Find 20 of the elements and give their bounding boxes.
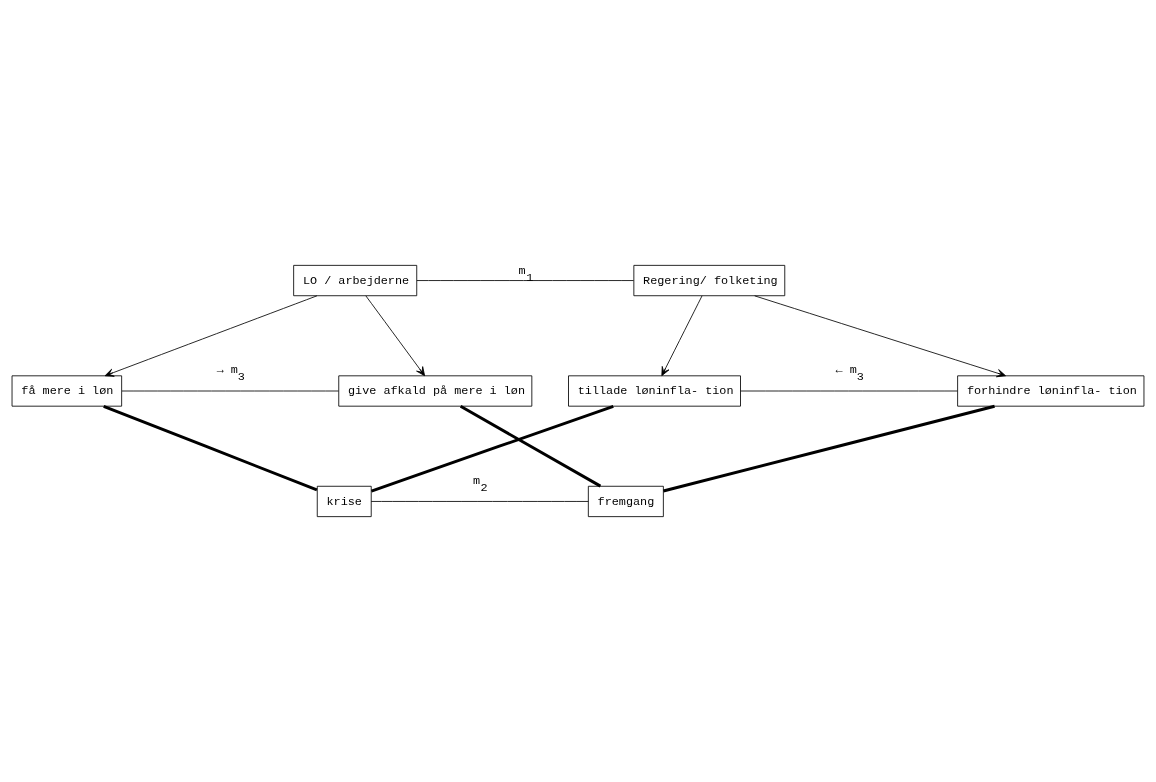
connector (663, 404, 995, 493)
node-box: fremgang (587, 485, 664, 518)
connector (370, 404, 614, 493)
node-box: Regering/ folketing (633, 264, 786, 297)
node-box: forhindre løninfla- tion (957, 375, 1145, 407)
connector (370, 501, 589, 502)
connector (103, 404, 318, 492)
arrow (661, 295, 703, 377)
node-box: krise (316, 485, 372, 518)
connector (121, 390, 339, 392)
connector (740, 390, 958, 392)
node-box: give afkald på mere i løn (338, 375, 533, 407)
node-box: tillade løninfla- tion (568, 375, 741, 407)
arrow (365, 295, 426, 377)
node-box: få mere i løn (11, 375, 123, 407)
node-box: LO / arbejderne (293, 264, 418, 297)
arrow (104, 295, 318, 377)
arrow (754, 295, 1006, 378)
connector (459, 405, 602, 488)
connector (416, 280, 634, 281)
